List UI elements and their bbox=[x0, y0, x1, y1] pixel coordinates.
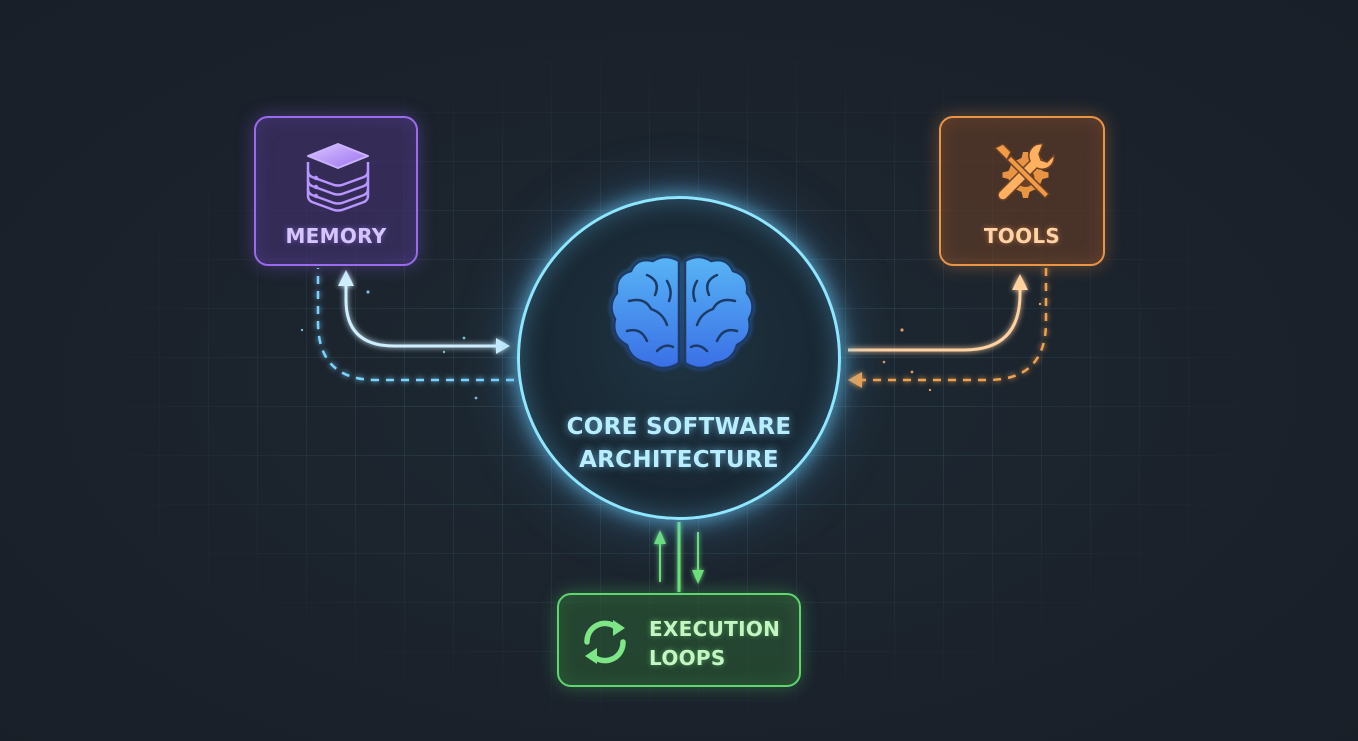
memory-to-core-line bbox=[344, 278, 500, 348]
loops-label-line-1: EXECUTION bbox=[649, 617, 781, 641]
edge-tools-core bbox=[848, 268, 1048, 388]
particle bbox=[462, 336, 466, 340]
arrowhead-right-core bbox=[496, 338, 510, 354]
orange-particles bbox=[882, 302, 1042, 392]
particle bbox=[928, 388, 932, 392]
database-icon bbox=[306, 143, 370, 212]
loops-label: EXECUTION LOOPS bbox=[649, 615, 780, 673]
particle bbox=[900, 328, 904, 332]
memory-node[interactable]: MEMORY bbox=[254, 116, 418, 266]
execution-loops-node[interactable]: EXECUTION LOOPS bbox=[557, 593, 801, 687]
particle bbox=[474, 396, 478, 400]
particle bbox=[300, 328, 304, 332]
wrench-gear-icon bbox=[993, 143, 1055, 201]
edge-core-loops bbox=[654, 522, 704, 592]
core-label-line-1: CORE SOFTWARE bbox=[566, 414, 792, 440]
core-label: CORE SOFTWARE ARCHITECTURE bbox=[520, 411, 838, 477]
brain-icon bbox=[610, 255, 754, 370]
refresh-icon bbox=[584, 620, 626, 664]
particle bbox=[366, 290, 370, 294]
particle bbox=[910, 370, 914, 374]
particle bbox=[442, 350, 446, 354]
edge-memory-core bbox=[338, 270, 510, 354]
arrowhead-left-core bbox=[848, 372, 862, 388]
tools-node[interactable]: TOOLS bbox=[939, 116, 1105, 266]
core-label-line-2: ARCHITECTURE bbox=[579, 447, 779, 473]
particle bbox=[1038, 302, 1042, 306]
particle bbox=[882, 360, 886, 364]
arrowhead-up-core bbox=[654, 530, 666, 544]
arrowhead-up-memory bbox=[338, 270, 354, 286]
arrowhead-down-loops bbox=[692, 570, 704, 584]
arrowhead-up-tools bbox=[1012, 274, 1028, 290]
blue-particles bbox=[300, 290, 478, 400]
edge-core-memory bbox=[316, 268, 514, 382]
core-to-memory-dashed-line bbox=[316, 268, 514, 382]
loops-label-line-2: LOOPS bbox=[649, 646, 726, 670]
memory-label: MEMORY bbox=[285, 224, 387, 248]
core-to-tools-line bbox=[848, 282, 1022, 352]
core-architecture-node[interactable]: CORE SOFTWARE ARCHITECTURE bbox=[517, 196, 841, 520]
edge-core-tools bbox=[848, 274, 1028, 352]
tools-label: TOOLS bbox=[983, 224, 1061, 248]
